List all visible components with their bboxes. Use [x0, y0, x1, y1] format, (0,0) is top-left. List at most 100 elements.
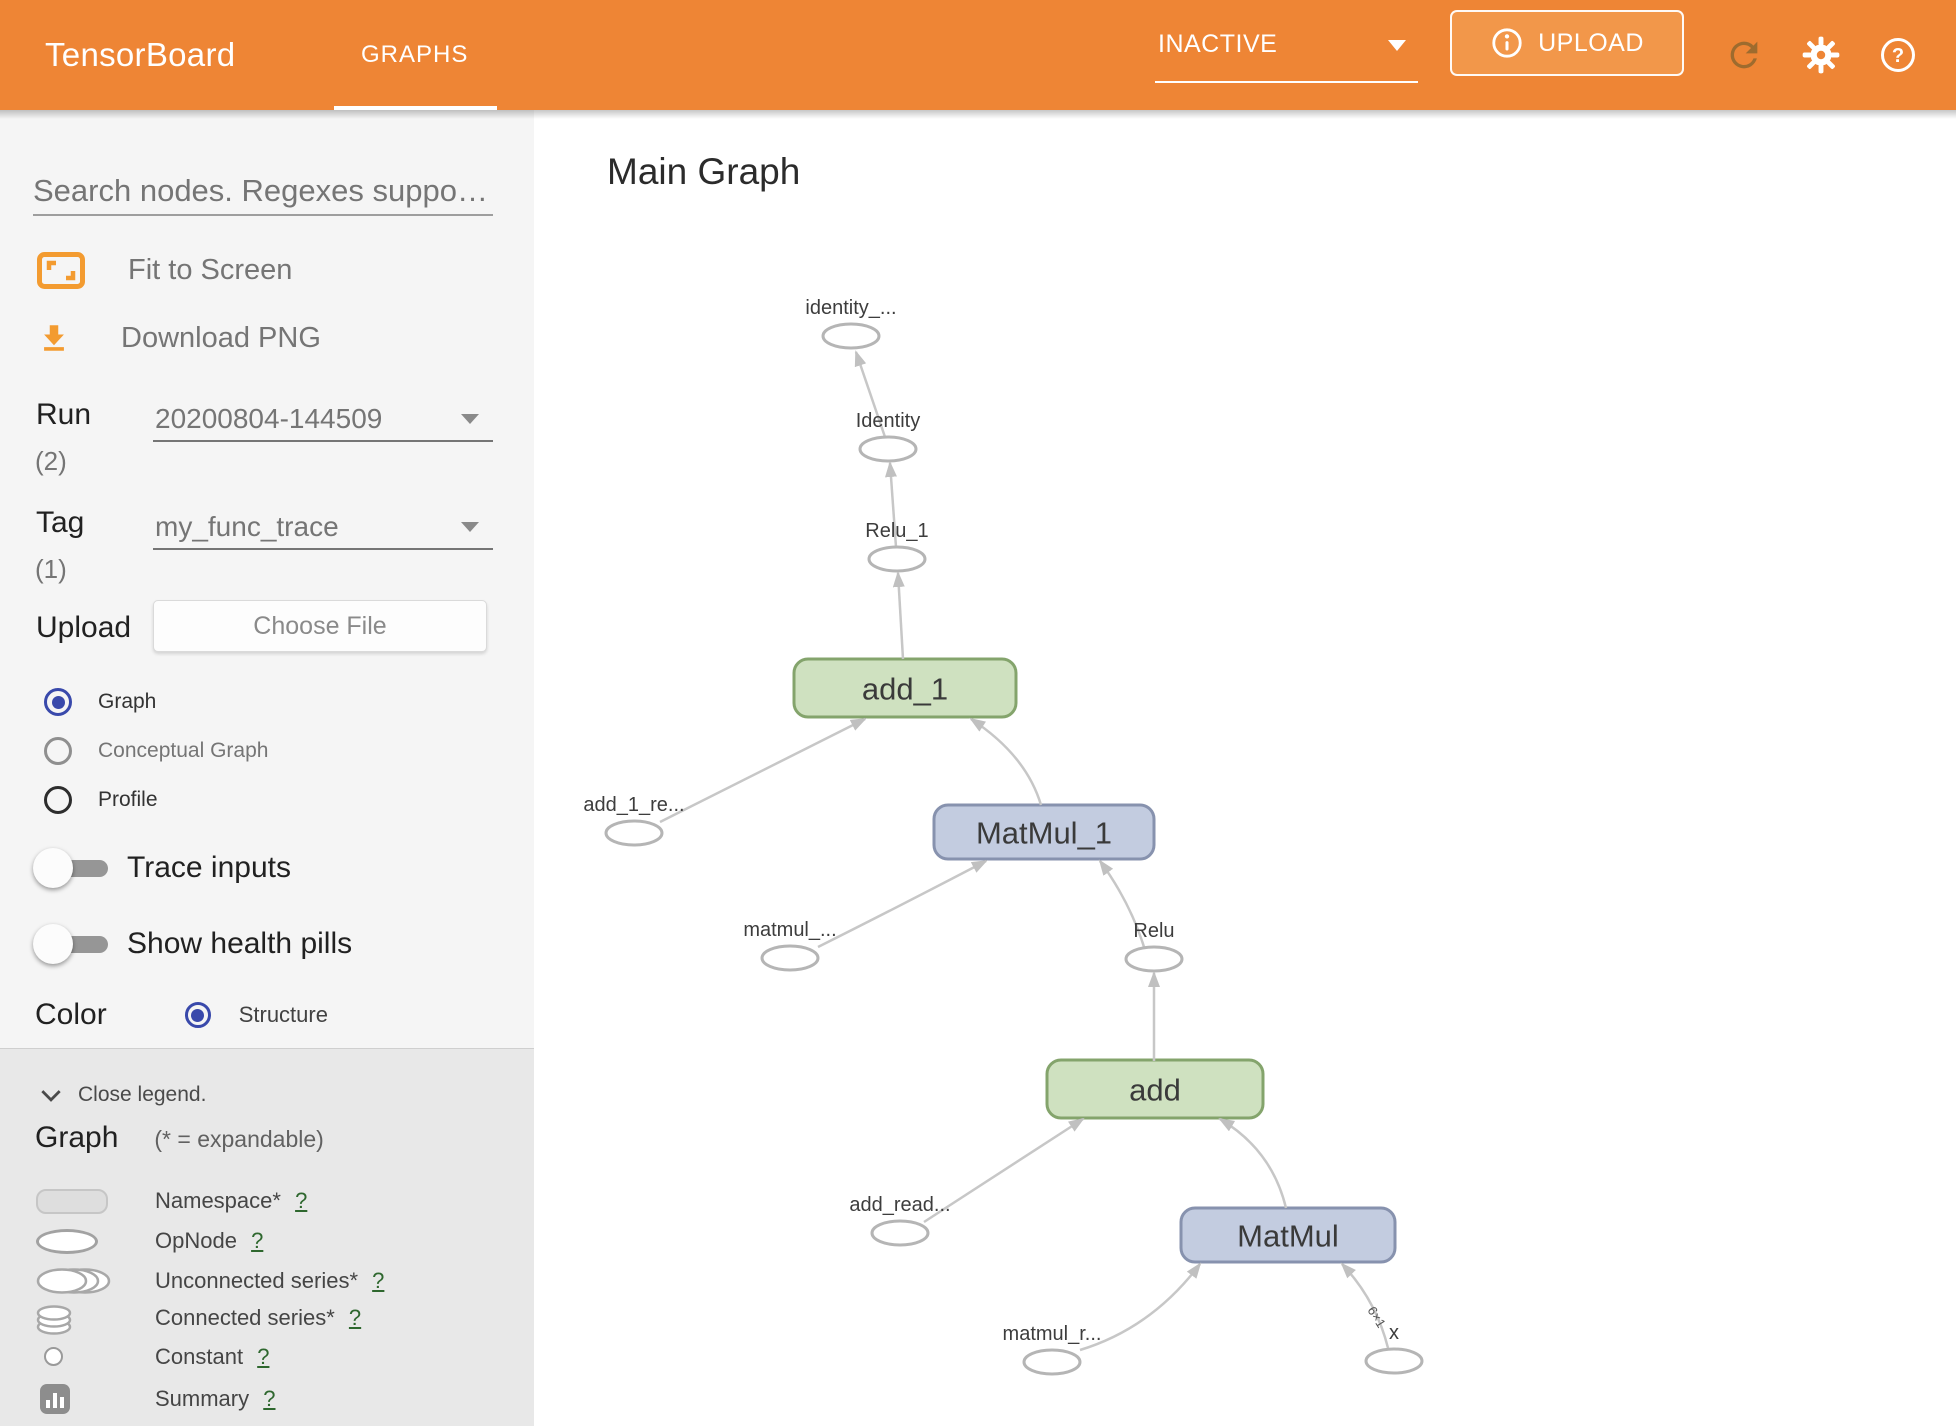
- graph-node-add[interactable]: add: [1045, 1058, 1265, 1120]
- upload-label: Upload: [36, 611, 132, 644]
- settings-button[interactable]: [1799, 33, 1843, 77]
- graph-node-label: add_1_re...: [583, 794, 684, 816]
- page-title: Main Graph: [607, 151, 801, 192]
- graph-node-label: MatMul_1: [976, 816, 1112, 851]
- radio-conceptual-graph[interactable]: Conceptual Graph: [44, 737, 268, 765]
- legend-item-summary: Summary ?: [0, 1379, 534, 1419]
- graph-node-label: Relu_1: [865, 520, 928, 542]
- constant-swatch: [44, 1347, 63, 1366]
- legend-item-unconnected-series: Unconnected series* ?: [0, 1261, 534, 1301]
- help-icon: ?: [1881, 38, 1915, 72]
- choose-file-button[interactable]: Choose File: [153, 600, 487, 652]
- refresh-icon: [1730, 41, 1758, 69]
- graph-node-label: add: [1129, 1073, 1181, 1108]
- graph-node-label: add_1: [862, 672, 948, 707]
- graph-edge: [969, 717, 1043, 806]
- fit-to-screen-button[interactable]: Fit to Screen: [37, 250, 292, 290]
- show-health-pills-toggle[interactable]: Show health pills: [33, 922, 352, 966]
- graph-edge: [854, 350, 887, 438]
- graph-node-label: matmul_r...: [1003, 1323, 1102, 1345]
- close-legend-button[interactable]: Close legend.: [40, 1083, 206, 1107]
- radio-structure[interactable]: [184, 1002, 211, 1028]
- radio-unselected-icon: [44, 786, 72, 814]
- info-icon: [1492, 28, 1522, 58]
- edge-shape-label: 6×1: [1364, 1304, 1388, 1331]
- toggle-off-icon: [33, 846, 113, 890]
- graph-node-add-read[interactable]: add_read...: [849, 1194, 951, 1247]
- graph-edge: [1340, 1262, 1390, 1349]
- graph-node-label: Identity: [856, 410, 920, 432]
- help-button[interactable]: ?: [1876, 33, 1920, 77]
- status-dropdown[interactable]: INACTIVE: [1155, 0, 1418, 110]
- chevron-down-icon: [41, 1089, 61, 1102]
- sidebar: Fit to Screen Download PNG Run (2) 20200…: [0, 110, 534, 1426]
- graph-node-add-1-read[interactable]: add_1_re...: [583, 794, 685, 847]
- help-link[interactable]: ?: [348, 1305, 362, 1330]
- run-label: Run: [36, 398, 92, 431]
- tab-graphs[interactable]: GRAPHS: [361, 41, 469, 68]
- upload-button-label: UPLOAD: [1538, 28, 1644, 57]
- graph-node-matmul[interactable]: MatMul: [1179, 1206, 1397, 1264]
- color-by-row: Color Structure: [35, 994, 328, 1036]
- opnode-swatch: [36, 1229, 98, 1254]
- graph-node-label: x: [1389, 1322, 1399, 1344]
- radio-selected-icon: [44, 688, 72, 716]
- tag-select[interactable]: my_func_trace: [153, 508, 493, 550]
- tag-label: Tag: [36, 506, 85, 539]
- graph-node-label: Relu: [1133, 920, 1174, 942]
- connected-series-swatch: [36, 1305, 72, 1335]
- help-link[interactable]: ?: [251, 1228, 264, 1253]
- summary-icon: [40, 1384, 70, 1414]
- graph-edge: [923, 1117, 1085, 1224]
- graph-node-matmul-read-1[interactable]: matmul_...: [743, 919, 837, 972]
- graph-node-matmul-1[interactable]: MatMul_1: [932, 803, 1156, 861]
- legend-panel: Close legend. Graph (* = expandable) Nam…: [0, 1048, 534, 1426]
- download-png-button[interactable]: Download PNG: [37, 318, 321, 358]
- help-link[interactable]: ?: [295, 1188, 308, 1213]
- color-structure-label: Structure: [238, 1002, 328, 1027]
- radio-graph[interactable]: Graph: [44, 688, 156, 716]
- graph-node-relu[interactable]: Relu: [1124, 920, 1184, 973]
- search-input[interactable]: [33, 168, 493, 216]
- graph-node-relu-1[interactable]: Relu_1: [865, 520, 929, 573]
- chevron-down-icon: [461, 522, 479, 532]
- graph-node-label: add_read...: [849, 1194, 950, 1216]
- fit-to-screen-icon: [37, 251, 85, 289]
- refresh-button[interactable]: [1722, 33, 1766, 77]
- color-label: Color: [35, 998, 107, 1031]
- upload-button[interactable]: UPLOAD: [1450, 10, 1684, 76]
- legend-item-connected-series: Connected series* ?: [0, 1298, 534, 1338]
- legend-item-namespace: Namespace* ?: [0, 1181, 534, 1221]
- help-link[interactable]: ?: [372, 1268, 385, 1293]
- graph-node-x[interactable]: x: [1364, 1322, 1424, 1375]
- graph-node-identity-out[interactable]: identity_...: [805, 297, 897, 350]
- graph-node-label: matmul_...: [743, 919, 836, 941]
- gear-icon: [1802, 36, 1840, 74]
- graph-edge: [1098, 859, 1146, 948]
- help-link[interactable]: ?: [257, 1344, 270, 1369]
- namespace-swatch: [36, 1189, 108, 1214]
- toggle-off-icon: [33, 922, 113, 966]
- graph-node-add-1[interactable]: add_1: [792, 657, 1018, 719]
- fit-to-screen-label: Fit to Screen: [128, 253, 293, 286]
- legend-item-constant: Constant ?: [0, 1337, 534, 1377]
- tab-active-underline: [334, 106, 497, 110]
- radio-profile[interactable]: Profile: [44, 786, 158, 814]
- graph-node-matmul-read[interactable]: matmul_r...: [1003, 1323, 1102, 1376]
- graph-node-identity[interactable]: Identity: [856, 410, 920, 463]
- graph-edge: [1218, 1117, 1288, 1209]
- trace-inputs-toggle[interactable]: Trace inputs: [33, 846, 291, 890]
- unconnected-series-swatch: [36, 1268, 111, 1294]
- radio-unselected-icon: [44, 737, 72, 765]
- run-select[interactable]: 20200804-144509: [153, 400, 493, 442]
- tag-select-value: my_func_trace: [155, 511, 339, 542]
- app-header: TensorBoard GRAPHS INACTIVE UPLOAD: [0, 0, 1956, 110]
- graph-edge: [817, 859, 988, 949]
- app-logo: TensorBoard: [45, 36, 236, 73]
- graph-edge: [659, 717, 867, 824]
- help-link[interactable]: ?: [263, 1386, 276, 1411]
- run-count: (2): [35, 446, 67, 476]
- legend-item-opnode: OpNode ?: [0, 1221, 534, 1261]
